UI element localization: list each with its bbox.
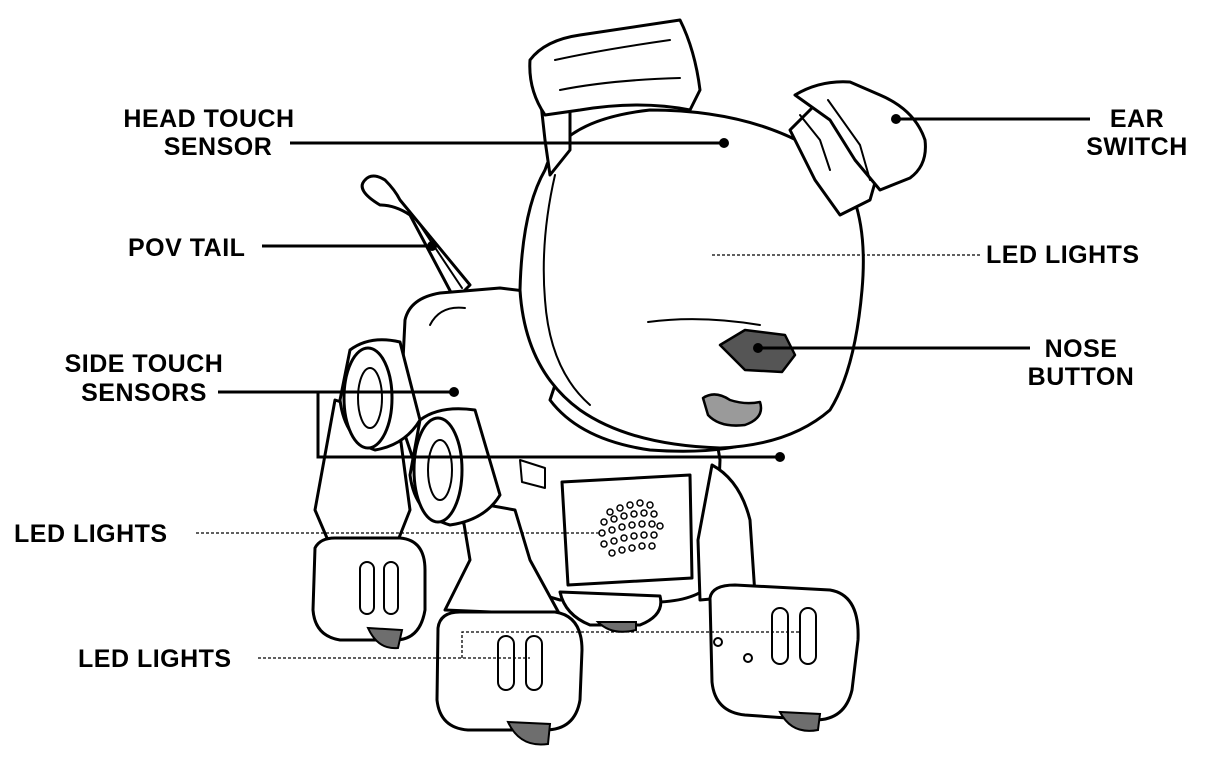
front-foot-left bbox=[435, 610, 584, 732]
front-shoulder-joint bbox=[408, 407, 502, 527]
label-ear-switch-1: EAR bbox=[1110, 105, 1164, 133]
back-foot-left bbox=[311, 536, 427, 642]
label-nose-button-1: NOSE bbox=[1045, 335, 1118, 363]
front-foot-right bbox=[708, 583, 860, 722]
label-side-touch-sensors-2: SENSORS bbox=[81, 379, 207, 407]
label-led-lights-head: LED LIGHTS bbox=[986, 241, 1140, 269]
label-head-touch-sensor-2: SENSOR bbox=[164, 133, 273, 161]
label-led-lights-body: LED LIGHTS bbox=[14, 520, 168, 548]
label-ear-switch-2: SWITCH bbox=[1086, 133, 1188, 161]
tail bbox=[360, 174, 472, 302]
left-ear bbox=[528, 18, 702, 177]
label-side-touch-sensors-1: SIDE TOUCH bbox=[65, 350, 224, 378]
front-wheel-left bbox=[506, 720, 552, 746]
speaker-panel bbox=[560, 473, 694, 587]
label-pov-tail: POV TAIL bbox=[128, 234, 245, 262]
robot-dog-illustration bbox=[311, 18, 927, 746]
label-head-touch-sensor-1: HEAD TOUCH bbox=[123, 105, 294, 133]
mouth bbox=[701, 393, 763, 427]
label-nose-button-2: BUTTON bbox=[1028, 363, 1135, 391]
front-wheel-right bbox=[778, 710, 822, 732]
back-wheel-left bbox=[366, 626, 404, 650]
back-shoulder-joint bbox=[338, 338, 422, 452]
leader-lines bbox=[196, 114, 1090, 659]
middle-foot bbox=[558, 590, 663, 627]
label-led-lights-feet: LED LIGHTS bbox=[78, 645, 232, 673]
callout-labels: HEAD TOUCH SENSOR EAR SWITCH POV TAIL LE… bbox=[14, 105, 1188, 673]
middle-wheel bbox=[595, 621, 637, 633]
right-ear bbox=[788, 80, 927, 217]
